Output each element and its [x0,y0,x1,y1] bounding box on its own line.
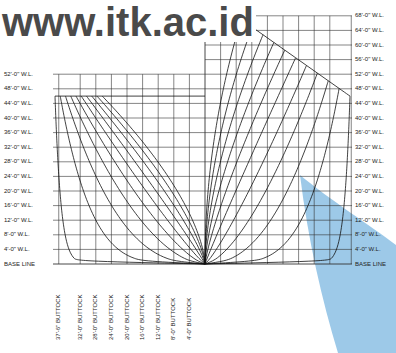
waterline-label: 52'-0" W.L. [355,71,384,78]
waterline-label: 48'-0" W.L. [355,85,384,92]
section-curve [205,58,296,264]
buttock-label: 37'-6" BUTTOCK [55,294,62,340]
waterline-label: 8'-0" W.L. [355,231,381,238]
buttock-label: 16'-0" BUTTOCK [139,294,146,340]
waterline-label: 16'-0" W.L. [4,202,33,209]
buttock-label: 28'-0" BUTTOCK [92,294,99,340]
section-curve [92,96,205,264]
buttock-label: 24'-0" BUTTOCK [108,294,115,340]
center-line [205,9,206,265]
waterline-label: 64'-0" W.L. [355,27,384,34]
buttock-label: 8'-0" BUTTOCK [170,298,177,340]
waterline [53,74,205,75]
section-curve [76,96,205,264]
waterline-label: 20'-0" W.L. [4,188,33,195]
section-curve [205,96,350,264]
waterline-label: 48'-0" W.L. [4,85,33,92]
waterline-label: 20'-0" W.L. [355,188,384,195]
waterline-label: 28'-0" W.L. [355,158,384,165]
waterline [53,191,205,192]
buttock-line [111,74,112,264]
waterline-label: 4'-0" W.L. [4,246,30,253]
buttock-line [95,74,96,264]
waterline-label: 40'-0" W.L. [355,115,384,122]
buttock-label: 4'-0" BUTTOCK [186,298,193,340]
waterline-label: 32'-0" W.L. [355,144,384,151]
waterline [53,176,205,177]
section-curve [205,27,252,264]
section-curve [60,96,205,264]
waterline-label: 56'-0" W.L. [355,56,384,63]
section-curve [205,42,274,264]
sections [55,12,350,264]
buttock-line [251,16,252,264]
buttock-label: 20'-0" BUTTOCK [124,294,131,340]
section-curve [71,96,205,264]
waterline-label: 32'-0" W.L. [4,144,33,151]
section-curve [205,65,307,264]
buttock-line [267,16,268,264]
section-curve [205,81,328,264]
buttock-label: 32'-0" BUTTOCK [77,294,84,340]
waterline [53,118,205,119]
waterline-label: 36'-0" W.L. [4,129,33,136]
waterline [53,161,205,162]
waterline-label: 24'-0" W.L. [355,173,384,180]
waterline [53,103,205,104]
waterline-label: 12'-0" W.L. [4,217,33,224]
waterline-label: BASE LINE [4,261,35,268]
waterline-label: 68'-0" W.L. [355,12,384,19]
waterline [53,220,205,221]
section-curve [81,96,205,264]
waterline-label: 12'-0" W.L. [355,217,384,224]
buttock-line [329,16,330,264]
buttock-line [158,74,159,264]
waterline-label: 36'-0" W.L. [355,129,384,136]
section-curve [66,96,206,264]
buttock-line [127,74,128,264]
buttock-line [189,74,190,264]
section-curve [205,19,241,264]
buttock-line [298,16,299,264]
buttock-line [236,16,237,264]
waterline-label: 28'-0" W.L. [4,158,33,165]
buttock-line [314,16,315,264]
section-curve [87,96,206,264]
grid [53,9,352,265]
section-curve [97,96,205,264]
deck-line [55,96,205,97]
buttock-line [173,74,174,264]
waterline [53,88,205,89]
buttock-label: 12'-0" BUTTOCK [155,294,162,340]
waterline [53,147,205,148]
waterline [53,234,205,235]
waterline-label: 44'-0" W.L. [4,100,33,107]
waterline-label: 44'-0" W.L. [355,100,384,107]
section-curve [55,96,205,264]
watermark: www.itk.ac.id [0,2,256,42]
waterline-label: 16'-0" W.L. [355,202,384,209]
waterline-label: BASE LINE [355,261,386,268]
waterline-label: 4'-0" W.L. [355,246,381,253]
section-curve [205,35,263,264]
section-curve [102,96,205,264]
waterline-label: 52'-0" W.L. [4,71,33,78]
buttock-line [351,16,352,264]
waterline-label: 40'-0" W.L. [4,115,33,122]
waterline-label: 60'-0" W.L. [355,42,384,49]
waterline [53,205,205,206]
buttock-line [142,74,143,264]
waterline-label: 8'-0" W.L. [4,231,30,238]
waterline-label: 24'-0" W.L. [4,173,33,180]
